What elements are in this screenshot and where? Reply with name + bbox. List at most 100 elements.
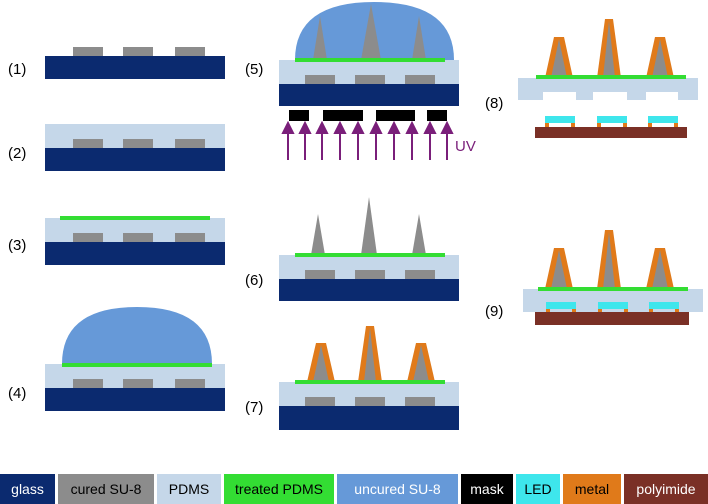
uv-arrowhead	[281, 120, 295, 134]
led-contact	[623, 123, 627, 127]
polyimide-substrate	[535, 127, 687, 138]
legend-cured-su8: cured SU-8	[58, 474, 154, 504]
su8-pillar	[313, 345, 329, 382]
treated-pdms-strip	[295, 58, 445, 62]
cured-su8-pad	[355, 270, 385, 279]
cured-su8-pad	[175, 233, 205, 242]
cured-su8-pad	[305, 270, 335, 279]
legend-metal: metal	[563, 474, 621, 504]
step-label-6: (6)	[245, 272, 263, 289]
treated-pdms-strip	[536, 75, 686, 79]
step-label-5: (5)	[245, 61, 263, 78]
step-8: (8)	[485, 19, 698, 138]
legend-mask: mask	[461, 474, 513, 504]
su8-pillar	[603, 232, 615, 289]
su8-pillar	[413, 345, 429, 382]
step-label-1: (1)	[8, 61, 26, 78]
step-label-4: (4)	[8, 385, 26, 402]
uv-arrowhead	[351, 120, 365, 134]
uncured-su8-droplet	[62, 307, 212, 364]
cured-su8-pad	[123, 379, 153, 388]
uv-arrowhead	[423, 120, 437, 134]
su8-pillar	[412, 16, 426, 60]
step-label-2: (2)	[8, 145, 26, 162]
led-contact	[649, 309, 653, 312]
uv-arrowhead	[369, 120, 383, 134]
led-chip	[546, 302, 576, 309]
fabrication-process-diagram: (1) (2) (3) (4) (5)	[8, 2, 703, 430]
cured-su8-pad	[305, 75, 335, 84]
cured-su8-pad	[73, 379, 103, 388]
led-chip	[597, 116, 627, 123]
led-contact	[598, 309, 602, 312]
led-contact	[545, 123, 549, 127]
step-5: (5)	[245, 2, 476, 160]
step-9: (9)	[485, 230, 703, 325]
su8-pillar	[313, 16, 327, 60]
treated-pdms-strip	[295, 253, 445, 257]
su8-pillar	[603, 21, 615, 78]
uv-arrowhead	[387, 120, 401, 134]
glass-substrate	[45, 148, 225, 171]
led-contact	[546, 309, 550, 312]
uv-arrowhead	[315, 120, 329, 134]
glass-substrate	[45, 56, 225, 79]
uv-arrows	[281, 120, 454, 160]
cured-su8-pad	[355, 397, 385, 406]
material-legend: glass cured SU-8 PDMS treated PDMS uncur…	[0, 474, 708, 504]
photomask-segment	[427, 110, 447, 121]
su8-pillar	[551, 39, 567, 78]
uv-arrowhead	[298, 120, 312, 134]
led-contact	[571, 123, 575, 127]
led-contact	[674, 123, 678, 127]
cured-su8-pad	[355, 75, 385, 84]
cured-su8-pad	[405, 397, 435, 406]
photomask-segment	[289, 110, 309, 121]
pdms-layer-with-cavities	[518, 78, 698, 100]
legend-led: LED	[516, 474, 560, 504]
legend-glass: glass	[0, 474, 55, 504]
led-contact	[624, 309, 628, 312]
cured-su8-pad	[405, 75, 435, 84]
cured-su8-pad	[175, 47, 205, 56]
step-1: (1)	[8, 47, 225, 79]
su8-pillar	[311, 214, 325, 255]
step-3: (3)	[8, 216, 225, 265]
step-label-3: (3)	[8, 237, 26, 254]
step-4: (4)	[8, 307, 225, 411]
su8-pillar	[361, 197, 377, 255]
cured-su8-pad	[175, 379, 205, 388]
glass-substrate	[45, 242, 225, 265]
su8-pillar	[364, 328, 376, 382]
photomask-segment	[376, 110, 415, 121]
glass-substrate	[279, 406, 459, 430]
uv-arrowhead	[405, 120, 419, 134]
legend-polyimide: polyimide	[624, 474, 708, 504]
treated-pdms-strip	[295, 380, 445, 384]
cured-su8-pad	[123, 139, 153, 148]
led-chip	[545, 116, 575, 123]
cured-su8-pad	[73, 233, 103, 242]
cured-su8-pad	[175, 139, 205, 148]
led-contact	[648, 123, 652, 127]
su8-pillar	[551, 250, 567, 289]
cured-su8-pad	[305, 397, 335, 406]
su8-pillar	[412, 214, 426, 255]
su8-pillar	[361, 4, 381, 60]
glass-substrate	[279, 84, 459, 106]
photomask-segment	[323, 110, 363, 121]
cured-su8-pad	[123, 47, 153, 56]
led-chip	[648, 116, 678, 123]
treated-pdms-strip	[538, 287, 688, 291]
step-7: (7)	[245, 326, 459, 430]
legend-uncured-su8: uncured SU-8	[337, 474, 458, 504]
cured-su8-pad	[73, 139, 103, 148]
step-label-9: (9)	[485, 303, 503, 320]
step-label-8: (8)	[485, 95, 503, 112]
led-contact	[572, 309, 576, 312]
glass-substrate	[279, 279, 459, 301]
treated-pdms-strip	[62, 363, 212, 367]
cured-su8-pad	[405, 270, 435, 279]
legend-treated-pdms: treated PDMS	[224, 474, 334, 504]
treated-pdms-strip	[60, 216, 210, 220]
